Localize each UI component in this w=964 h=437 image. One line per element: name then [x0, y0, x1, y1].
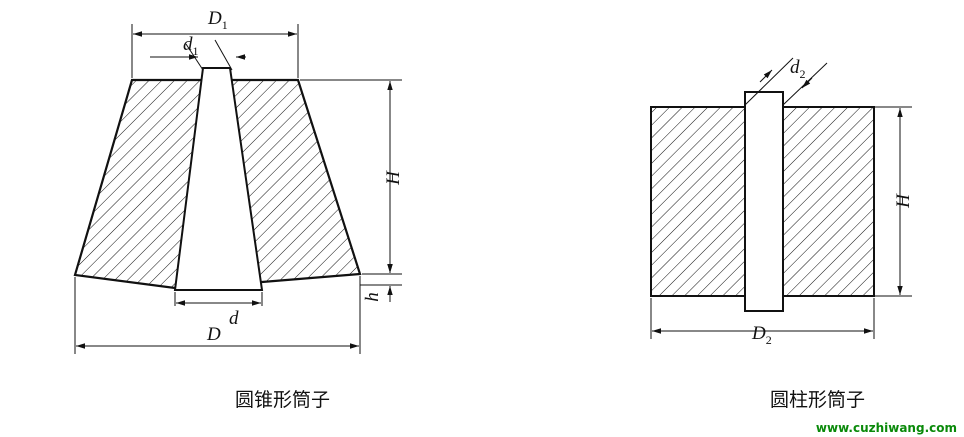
conical-bore: [173, 67, 264, 291]
label-d2: d2: [790, 57, 806, 81]
label-h: h: [362, 292, 383, 302]
label-D: D: [206, 324, 221, 345]
label-d: d: [229, 308, 239, 329]
cylindrical-core: [744, 91, 784, 312]
label-D1: D1: [207, 8, 228, 32]
label-H-cylindrical: H: [893, 193, 914, 209]
caption-cylindrical: 圆柱形筒子: [770, 389, 865, 411]
conical-bobbin: D1 d1 H h d D 圆锥形筒子: [73, 8, 404, 411]
caption-conical: 圆锥形筒子: [235, 389, 330, 411]
label-H-conical: H: [383, 170, 404, 186]
cylindrical-bobbin: d2 H D2 圆柱形筒子: [650, 57, 914, 411]
watermark: www.cuzhiwang.com: [816, 421, 957, 435]
label-D2: D2: [751, 323, 772, 347]
label-d1: d1: [183, 34, 199, 58]
